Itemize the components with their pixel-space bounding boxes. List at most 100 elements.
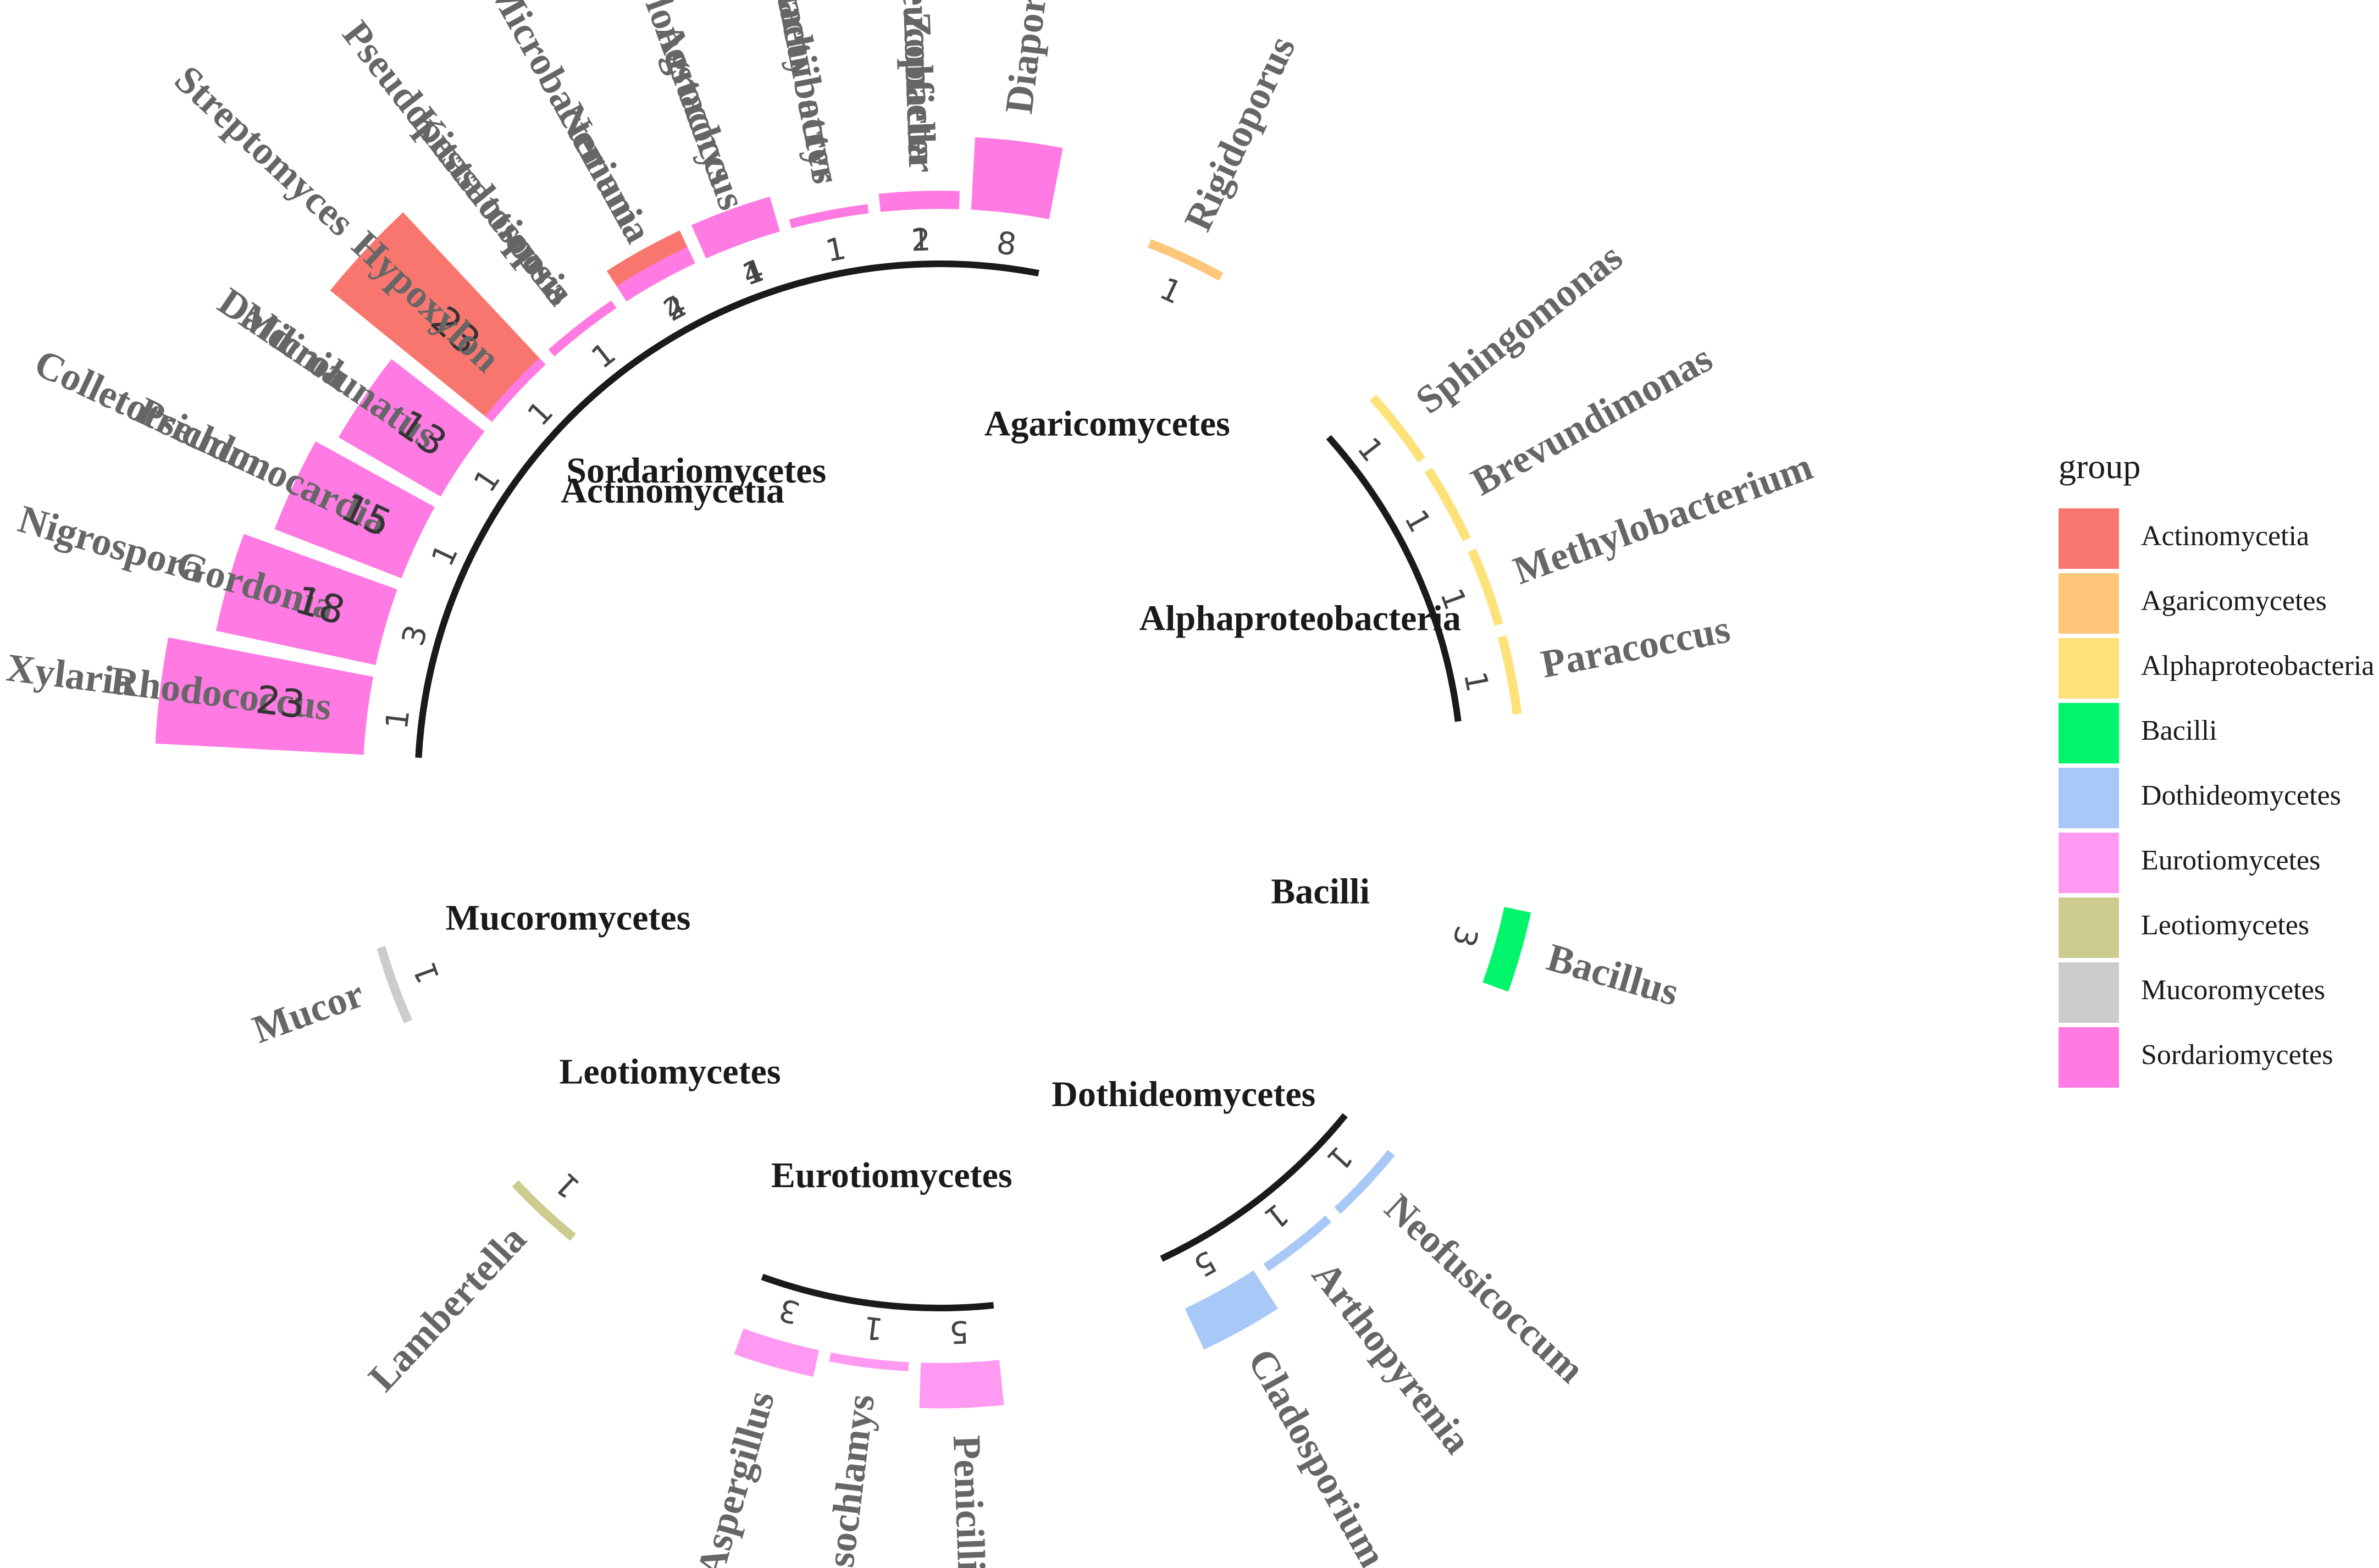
group-label-alphaproteobacteria: Alphaproteobacteria xyxy=(1139,599,1460,639)
bar-colletotrichum xyxy=(274,441,435,579)
genus-label-clonostachys: Clonostachys xyxy=(627,0,745,190)
count-label: 3 xyxy=(775,1291,804,1331)
group-label-mucoromycetes: Mucoromycetes xyxy=(445,897,690,938)
bar-hypoxylon xyxy=(485,358,546,422)
count-label: 2 xyxy=(910,222,931,258)
bar-paracoccus xyxy=(1497,635,1522,715)
bar-neofusicoccum xyxy=(1334,1150,1395,1214)
bar-zopfiella xyxy=(878,191,960,212)
legend-label: Dothideomycetes xyxy=(2141,780,2341,811)
legend-swatch xyxy=(2059,508,2119,569)
count-label: 1 xyxy=(1154,271,1187,312)
count-label: 2 xyxy=(658,288,693,329)
genus-label-cladosporium: Cladosporium xyxy=(1240,1342,1395,1568)
group-label-agaricomycetes: Agaricomycetes xyxy=(984,404,1230,444)
group-label-eurotiomycetes: Eurotiomycetes xyxy=(771,1155,1013,1195)
bar-nigrospora xyxy=(215,534,397,665)
genus-label-zopfiella: Zopfiella xyxy=(895,11,944,164)
bar-rigidoporus xyxy=(1147,239,1224,281)
legend-swatch xyxy=(2059,833,2119,893)
genus-label-nemania: Nemania xyxy=(549,96,661,250)
legend-label: Mucoromycetes xyxy=(2141,974,2325,1006)
bar-methylobacterium xyxy=(1467,548,1503,626)
legend-swatch xyxy=(2059,897,2119,958)
genus-label-daldinia: Daldinia xyxy=(211,279,356,397)
group-label-sordariomycetes: Sordariomycetes xyxy=(566,451,826,491)
bar-nemania xyxy=(616,247,695,302)
count-label: 3 xyxy=(395,621,435,650)
genus-label-byssochlamys: Byssochlamys xyxy=(811,1392,883,1568)
genus-label-leucobacter: Leucobacter xyxy=(893,0,944,173)
genus-label-xylaria: Xylaria xyxy=(4,645,136,705)
count-label: 5 xyxy=(1187,1243,1222,1284)
count-label: 5 xyxy=(949,1314,970,1350)
bar-aspergillus xyxy=(734,1328,819,1377)
legend-swatch xyxy=(2059,703,2119,763)
bar-arthopyrenia xyxy=(1263,1215,1332,1272)
genus-label-lambertella: Lambertella xyxy=(360,1217,535,1399)
count-label: 1 xyxy=(1457,669,1496,695)
genus-label-diaporthe: Diaporthe xyxy=(997,0,1061,116)
count-label: 4 xyxy=(738,253,768,293)
count-label: 3 xyxy=(1445,922,1485,951)
genus-label-stachybotrys: Stachybotrys xyxy=(763,0,849,187)
bars xyxy=(155,137,1531,1409)
bar-lambertella xyxy=(512,1180,576,1241)
count-label: 1 xyxy=(521,394,561,433)
legend-swatch xyxy=(2059,1027,2119,1088)
count-label: 1 xyxy=(425,539,466,572)
bar-cladosporium xyxy=(1185,1270,1279,1350)
legend-swatch xyxy=(2059,768,2119,828)
group-label-leotiomycetes: Leotiomycetes xyxy=(559,1052,781,1092)
genus-label-mucor: Mucor xyxy=(247,971,369,1051)
bar-pseudopestalotiopsis xyxy=(548,300,617,357)
group-label-actinomycetia: Actinomycetia xyxy=(561,470,784,511)
legend-label: Actinomycetia xyxy=(2141,520,2309,552)
genus-label-penicillium: Penicillium xyxy=(945,1434,995,1568)
legend-label: Sordariomycetes xyxy=(2141,1039,2333,1071)
count-label: 1 xyxy=(407,957,447,988)
group-arcs xyxy=(415,261,1462,1311)
count-label: 23 xyxy=(253,677,307,728)
group-arc-alphaproteobacteria xyxy=(1326,435,1462,722)
genus-label-nigrospora: Nigrospora xyxy=(14,497,209,591)
group-arc-sordariomycetes xyxy=(415,261,1039,758)
count-label: 1 xyxy=(379,707,417,731)
bar-byssochlamys xyxy=(829,1353,909,1371)
bar-bacillus xyxy=(1482,907,1531,992)
group-labels: Actinomycetia AgaricomycetesAlphaproteoba… xyxy=(445,404,1460,1195)
count-label: 1 xyxy=(861,1309,885,1347)
bar-diaporthe xyxy=(971,137,1063,219)
count-label: 1 xyxy=(585,336,622,376)
group-arc-eurotiomycetes xyxy=(761,1273,994,1311)
genus-label-rigidoporus: Rigidoporus xyxy=(1176,30,1304,237)
bar-penicillium xyxy=(919,1360,1004,1409)
bar-sphingomonas xyxy=(1369,394,1426,463)
count-label: 1 xyxy=(548,1166,587,1205)
genus-label-bacillus: Bacillus xyxy=(1542,935,1684,1014)
genus-label-streptomyces: Streptomyces xyxy=(167,57,363,245)
genus-label-colletotrichum: Colletotrichum xyxy=(28,341,280,489)
group-label-bacilli: Bacilli xyxy=(1271,872,1370,912)
legend-label: Leotiomycetes xyxy=(2141,910,2309,941)
genus-label-aspergillus: Aspergillus xyxy=(688,1386,783,1568)
legend-title: group xyxy=(2059,447,2140,486)
legend-label: Bacilli xyxy=(2141,715,2217,746)
count-label: 1 xyxy=(910,222,931,258)
legend-swatch xyxy=(2059,962,2119,1023)
bar-clonostachys xyxy=(691,196,780,259)
legend-label: Eurotiomycetes xyxy=(2141,845,2320,876)
legend-swatch xyxy=(2059,573,2119,634)
legend: groupActinomycetiaAgaricomycetesAlphapro… xyxy=(2059,447,2374,1088)
legend-label: Alphaproteobacteria xyxy=(2141,650,2374,682)
legend-label: Agaricomycetes xyxy=(2141,585,2327,617)
bar-streptomyces xyxy=(330,212,546,422)
count-label: 1 xyxy=(467,463,508,499)
bar-stachybotrys xyxy=(789,204,869,229)
legend-swatch xyxy=(2059,638,2119,699)
bar-daldinia xyxy=(339,359,485,497)
count-label: 1 xyxy=(1350,431,1390,468)
bar-xylaria xyxy=(155,637,373,755)
